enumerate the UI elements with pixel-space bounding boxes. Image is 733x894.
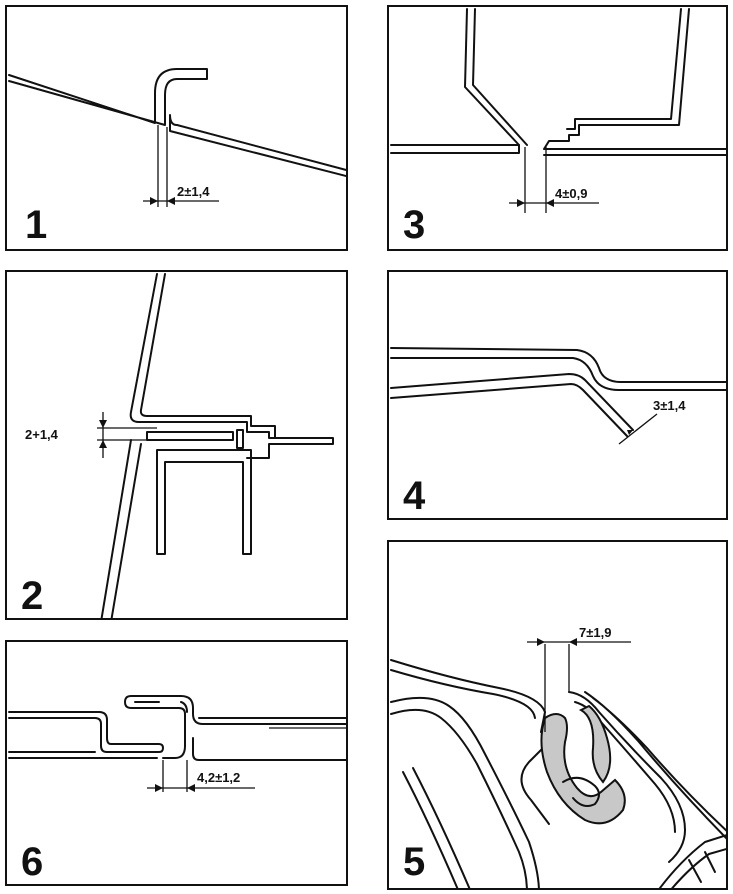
panel-2-dimension: 2+1,4 (25, 427, 59, 442)
panel-5-dimension: 7±1,9 (579, 625, 611, 640)
panel-6: 4,2±1,2 6 (5, 640, 348, 886)
panel-5-number: 5 (403, 840, 426, 884)
panel-2-number: 2 (21, 574, 44, 618)
panel-6-number: 6 (21, 840, 44, 884)
panel-5: 7±1,9 5 (387, 540, 728, 890)
panel-4-drawing: 3±1,4 (390, 347, 726, 445)
panel-6-dimension: 4,2±1,2 (197, 770, 240, 785)
panel-1-number: 1 (25, 203, 48, 247)
panel-4: 3±1,4 4 (387, 270, 728, 520)
panel-1-drawing: 2±1,4 (8, 68, 346, 207)
panel-3-dimension: 4±0,9 (555, 186, 587, 201)
panel-6-drawing: 4,2±1,2 (8, 695, 346, 792)
panel-3: 4±0,9 3 (387, 5, 728, 251)
panel-4-dimension: 3±1,4 (653, 398, 686, 413)
panel-3-drawing: 4±0,9 (390, 8, 726, 213)
panel-1: 2±1,4 1 (5, 5, 348, 251)
panel-2-drawing: 2+1,4 (25, 273, 334, 618)
panel-3-number: 3 (403, 203, 426, 247)
panel-1-dimension: 2±1,4 (177, 184, 210, 199)
panel-5-drawing: 7±1,9 (390, 625, 726, 888)
panel-2: 2+1,4 2 (5, 270, 348, 620)
panel-4-number: 4 (403, 474, 426, 518)
